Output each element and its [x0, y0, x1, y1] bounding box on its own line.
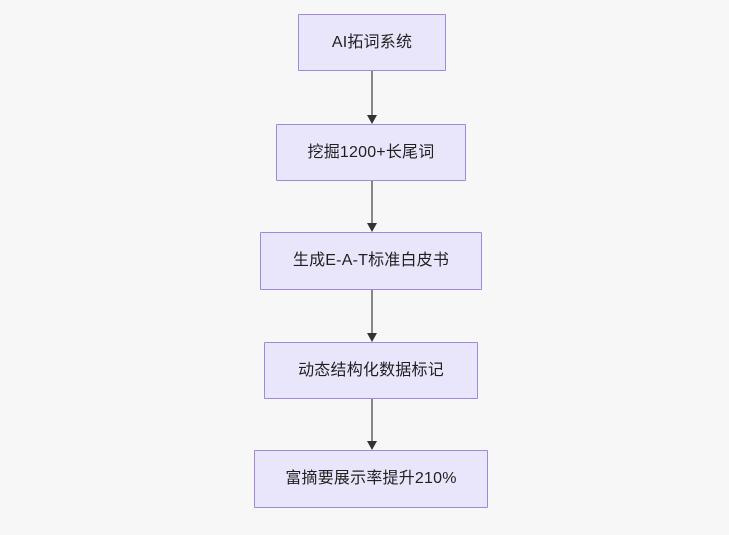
- flowchart-node-label: 动态结构化数据标记: [298, 361, 444, 379]
- flowchart-node-label: 挖掘1200+长尾词: [307, 143, 435, 161]
- flowchart-node-n3[interactable]: 生成E-A-T标准白皮书: [260, 232, 482, 290]
- flowchart-node-label: AI拓词系统: [331, 33, 413, 51]
- flowchart-node-label: 生成E-A-T标准白皮书: [292, 252, 450, 269]
- arrow-down-icon: [367, 181, 377, 232]
- flowchart-edge-n1-n2: [366, 71, 378, 124]
- flowchart-node-n5[interactable]: 富摘要展示率提升210%: [254, 450, 488, 508]
- arrow-down-icon: [367, 71, 377, 124]
- flowchart-node-n1[interactable]: AI拓词系统: [298, 14, 446, 71]
- flowchart-edge-n4-n5: [366, 399, 378, 450]
- flowchart-node-label: 富摘要展示率提升210%: [285, 470, 457, 487]
- flowchart-node-n2[interactable]: 挖掘1200+长尾词: [276, 124, 466, 181]
- flowchart-edge-n2-n3: [366, 181, 378, 232]
- arrow-down-icon: [367, 399, 377, 450]
- flowchart-edge-n3-n4: [366, 290, 378, 342]
- arrow-down-icon: [367, 290, 377, 342]
- flowchart-node-n4[interactable]: 动态结构化数据标记: [264, 342, 478, 399]
